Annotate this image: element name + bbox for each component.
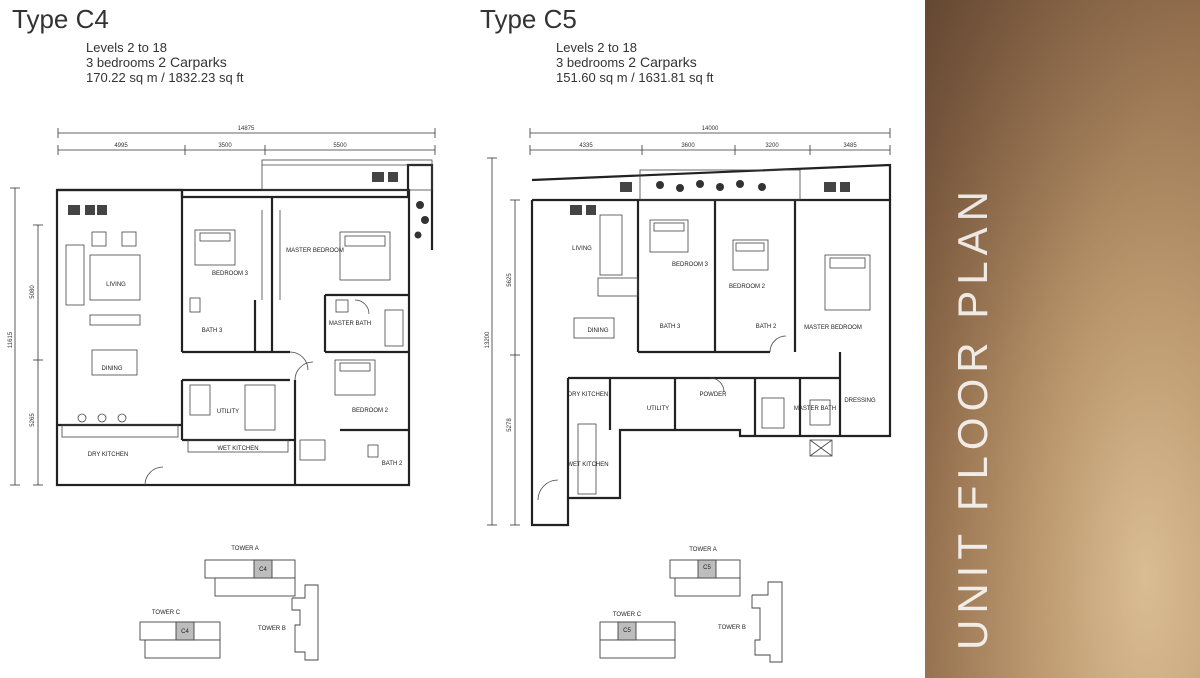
plan-info: Levels 2 to 18 3 bedrooms 2 Carparks 151… bbox=[556, 40, 714, 85]
key-unit-c5-a: C5 bbox=[703, 565, 711, 571]
room-dressing: DRESSING bbox=[844, 398, 876, 404]
plan-c4: Type C4 Levels 2 to 18 3 bedrooms 2 Carp… bbox=[0, 0, 460, 678]
floor-plan-c5: 14000 4335 3600 3200 3485 13200 5625 527… bbox=[485, 126, 892, 663]
key-unit-c4-a: C4 bbox=[259, 567, 267, 573]
room-bedroom-3: BEDROOM 3 bbox=[672, 262, 709, 268]
room-master-bedroom: MASTER BEDROOM bbox=[286, 248, 344, 254]
floor-plan-c4: 14875 4995 3500 5500 11615 5080 5265 bbox=[8, 126, 436, 661]
room-bath-2: BATH 2 bbox=[382, 461, 403, 467]
room-bath-2: BATH 2 bbox=[756, 324, 777, 330]
plan-info: Levels 2 to 18 3 bedrooms 2 Carparks 170… bbox=[86, 40, 244, 85]
area-text: 170.22 sq m / 1832.23 sq ft bbox=[86, 70, 244, 85]
room-master-bath: MASTER BATH bbox=[794, 406, 836, 412]
room-wet-kitchen: WET KITCHEN bbox=[217, 446, 258, 452]
room-bath-3: BATH 3 bbox=[202, 328, 223, 334]
room-dining: DINING bbox=[102, 366, 123, 372]
side-panel: UNIT FLOOR PLAN bbox=[925, 0, 1200, 678]
room-utility: UTILITY bbox=[217, 409, 239, 415]
area-text: 151.60 sq m / 1631.81 sq ft bbox=[556, 70, 714, 85]
room-bedroom-3: BEDROOM 3 bbox=[212, 271, 249, 277]
dim-top-2: 3600 bbox=[681, 143, 695, 149]
room-powder: POWDER bbox=[700, 392, 728, 398]
room-living: LIVING bbox=[106, 282, 126, 288]
dim-top-2: 3500 bbox=[218, 143, 232, 149]
dim-top-3: 5500 bbox=[333, 143, 347, 149]
key-unit-c4-c: C4 bbox=[181, 629, 189, 635]
plan-title: Type C4 bbox=[12, 4, 109, 34]
dim-top-3: 3200 bbox=[765, 143, 779, 149]
bedrooms-text: 3 bedrooms bbox=[556, 55, 625, 70]
room-bedroom-2: BEDROOM 2 bbox=[729, 284, 766, 290]
key-plan-c4: TOWER A TOWER C TOWER B C4 C4 bbox=[139, 546, 319, 661]
room-wet-kitchen: WET KITCHEN bbox=[567, 462, 608, 468]
key-tower-a: TOWER A bbox=[231, 546, 259, 552]
key-tower-a: TOWER A bbox=[689, 547, 717, 553]
room-dry-kitchen: DRY KITCHEN bbox=[568, 392, 608, 398]
room-living: LIVING bbox=[572, 246, 592, 252]
key-tower-c: TOWER C bbox=[152, 610, 181, 616]
carparks-text: 2 Carparks bbox=[628, 54, 697, 70]
dim-left-2: 5265 bbox=[30, 413, 36, 427]
plan-c5: Type C5 Levels 2 to 18 3 bedrooms 2 Carp… bbox=[470, 0, 925, 678]
key-tower-c: TOWER C bbox=[613, 612, 642, 618]
dim-left-2: 5278 bbox=[507, 418, 513, 432]
room-bath-3: BATH 3 bbox=[660, 324, 681, 330]
side-title-wrap: UNIT FLOOR PLAN bbox=[925, 0, 1200, 678]
room-dry-kitchen: DRY KITCHEN bbox=[88, 452, 128, 458]
dim-top-1: 4335 bbox=[579, 143, 593, 149]
dim-left-1: 5625 bbox=[507, 273, 513, 287]
dim-top-1: 4995 bbox=[114, 143, 128, 149]
dim-top-4: 3485 bbox=[843, 143, 857, 149]
dim-left-total: 13200 bbox=[485, 331, 491, 348]
key-tower-b: TOWER B bbox=[258, 626, 286, 632]
dim-top-total: 14000 bbox=[702, 126, 719, 132]
key-plan-c5: TOWER A TOWER C TOWER B C5 C5 bbox=[599, 547, 783, 663]
side-title: UNIT FLOOR PLAN bbox=[949, 185, 996, 650]
room-utility: UTILITY bbox=[647, 406, 669, 412]
key-unit-c5-c: C5 bbox=[623, 628, 631, 634]
room-master-bath: MASTER BATH bbox=[329, 321, 371, 327]
room-master-bedroom: MASTER BEDROOM bbox=[804, 325, 862, 331]
bedrooms-text: 3 bedrooms bbox=[86, 55, 155, 70]
dim-left-1: 5080 bbox=[30, 285, 36, 299]
plan-title: Type C5 bbox=[480, 4, 577, 34]
carparks-text: 2 Carparks bbox=[158, 54, 227, 70]
levels-text: Levels 2 to 18 bbox=[556, 40, 637, 55]
room-bedroom-2: BEDROOM 2 bbox=[352, 408, 389, 414]
room-dining: DINING bbox=[588, 328, 609, 334]
dim-top-total: 14875 bbox=[238, 126, 255, 132]
levels-text: Levels 2 to 18 bbox=[86, 40, 167, 55]
key-tower-b: TOWER B bbox=[718, 625, 746, 631]
dim-left-total: 11615 bbox=[8, 331, 14, 348]
